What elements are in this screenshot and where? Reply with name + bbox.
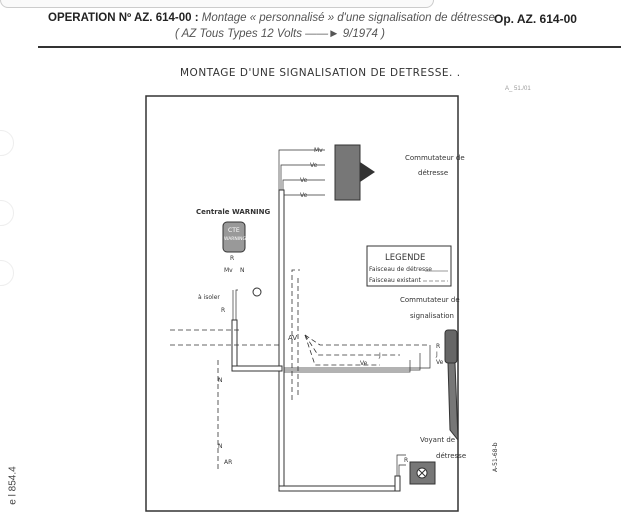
diagram-label: Ve [310,162,318,169]
diagram-label: J [378,352,381,359]
existing-wires [170,269,430,470]
corner-ref: A_ 51./01 [505,86,531,92]
diagram-label: Centrale WARNING [196,208,271,216]
operation-subtitle: ( AZ Tous Types 12 Volts ——► 9/1974 ) [175,28,385,40]
commutateur-signalisation [444,329,458,364]
diagram-label: AV [288,334,297,342]
diagram-label: CTE [228,227,240,234]
switch-knob-icon [360,162,375,182]
diagram-label: AR [224,459,232,466]
detresse-harness [231,189,401,492]
diagram-label: A-51-68-b [492,442,499,472]
diagram-frame [145,95,459,512]
diagram-label: WARNING [224,236,246,242]
operation-label: OPERATION Nº AZ. 614-00 : [48,12,199,24]
diagram-label: Voyant de [420,436,455,444]
diagram-label: détresse [418,169,448,177]
centrale-warning [222,221,246,253]
diagram-label: Ve [436,359,444,366]
diagram-title: MONTAGE D'UNE SIGNALISATION DE DETRESSE.… [180,67,461,79]
diagram-label: Faisceau de détresse [369,266,432,273]
operation-desc: Montage « personnalisé » d'une signalisa… [201,12,495,24]
diagram-label: R [221,307,225,314]
op-ref: Op. AZ. 614-00 [494,12,577,26]
ground-icon [252,287,262,297]
diagram-label: J [435,351,438,358]
legend: LEGENDE Faisceau de détresse Faisceau ex… [366,245,452,287]
diagram-label: signalisation [410,312,454,320]
diagram-label: à isoler [198,294,220,301]
diagram-label: R [404,457,408,464]
diagram-label: Ve [300,177,308,184]
header-rule [38,46,621,48]
diagram-label: Mv [224,267,233,274]
diagram-label: Ve [360,360,368,367]
diagram-label: LEGENDE [385,253,425,263]
signal-stalk [447,362,459,442]
operation-header: OPERATION Nº AZ. 614-00 : Montage « pers… [48,12,495,24]
commutateur-detresse [334,144,361,201]
diagram-label: Ve [300,192,308,199]
diagram-label: Mv [314,147,323,154]
detresse-wires [232,149,431,476]
diagram-label: R [230,255,234,262]
diagram-label: N [218,443,223,450]
diagram-label: Commutateur de [405,154,465,162]
diagram-label: Commutateur de [400,296,460,304]
diagram-label: Faisceau existant [369,277,422,284]
diagram-label: N [218,377,223,384]
diagram-label: détresse [436,452,466,460]
diagram-label: R [436,343,440,350]
diagram-label: N [240,267,245,274]
